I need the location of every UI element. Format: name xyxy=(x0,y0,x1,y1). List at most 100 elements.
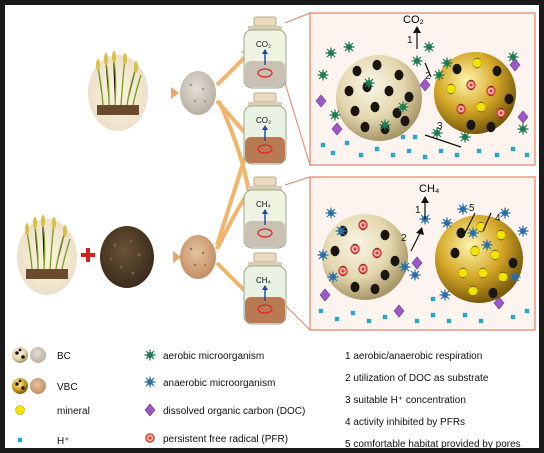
anaerobic-microbe xyxy=(480,238,494,252)
aerobic-microbe xyxy=(362,76,376,90)
legend-process-5: 5 comfortable habitat provided by pores xyxy=(345,439,521,448)
proton xyxy=(446,318,452,324)
jar-gas-label: CH₄ xyxy=(256,200,271,209)
panel-connectors xyxy=(284,12,311,331)
step-2-label: 2 xyxy=(425,71,431,82)
mineral-particle xyxy=(498,272,508,282)
legend-process-4: 4 activity inhibited by PFRs xyxy=(345,417,465,428)
proton xyxy=(430,296,436,302)
panel-bottom: CH₄ 1 2 4 5 xyxy=(309,176,536,331)
legend-doc-label: dissolved organic carbon (DOC) xyxy=(163,406,305,417)
proton xyxy=(334,316,340,322)
anaerobic-microbe xyxy=(324,206,338,220)
aerobic-microbe xyxy=(440,56,454,70)
proton xyxy=(462,312,468,318)
pore xyxy=(456,227,466,239)
vermicompost-particle xyxy=(100,226,154,288)
mineral-particle xyxy=(468,286,478,296)
rice-plant-top xyxy=(88,51,148,131)
pfr-radical xyxy=(358,264,368,274)
legend: BC VBC mineral H⁺ aerobic microorganism … xyxy=(12,347,521,450)
anaerobic-microbe xyxy=(516,224,530,238)
proton xyxy=(476,148,482,154)
incubation-jar: CH₄ xyxy=(243,252,287,325)
aerobic-microbe xyxy=(422,40,436,54)
proton-square-icon xyxy=(17,437,23,443)
aerobic-microbe xyxy=(458,130,472,144)
pore xyxy=(508,257,518,269)
proton xyxy=(382,314,388,320)
legend-mineral-label: mineral xyxy=(57,406,90,417)
step-3-label: 3 xyxy=(437,121,443,132)
legend-aerobic-label: aerobic microorganism xyxy=(163,351,264,362)
pore xyxy=(380,229,390,241)
proton xyxy=(524,308,530,314)
ch4-label: CH₄ xyxy=(419,183,440,195)
pore xyxy=(344,85,354,97)
mineral-particle xyxy=(458,268,468,278)
pfr-radical xyxy=(338,266,348,276)
aerobic-microbe xyxy=(410,54,424,68)
proton xyxy=(510,146,516,152)
mineral-particle xyxy=(470,246,480,256)
anaerobic-microbe-icon xyxy=(143,375,157,389)
proton xyxy=(494,152,500,158)
step-1b-label: 1 xyxy=(415,205,421,216)
proton xyxy=(422,154,428,160)
aerobic-microbe xyxy=(342,40,356,54)
proton xyxy=(430,312,436,318)
proton xyxy=(412,134,418,140)
legend-vbc-label: VBC xyxy=(57,382,78,393)
step-4-label: 4 xyxy=(495,213,501,224)
pore xyxy=(452,63,462,75)
pore xyxy=(488,287,498,299)
pfr-radical xyxy=(350,244,360,254)
vbc-particle xyxy=(180,235,216,279)
legend-pfr-label: persistent free radical (PFR) xyxy=(163,434,288,445)
proton xyxy=(390,152,396,158)
pore xyxy=(394,69,404,81)
aerobic-microbe xyxy=(324,46,338,60)
legend-anaerobic-label: anaerobic microorganism xyxy=(163,378,275,389)
pore xyxy=(352,65,362,77)
pore xyxy=(360,121,370,133)
legend-process-3: 3 suitable H⁺ concentration xyxy=(345,395,466,406)
plus-sign xyxy=(81,248,95,262)
pyrolysis-arrow-top xyxy=(155,87,179,99)
proton xyxy=(406,148,412,154)
pore xyxy=(350,281,360,293)
proton xyxy=(366,318,372,324)
pore xyxy=(370,101,380,113)
anaerobic-microbe xyxy=(498,206,512,220)
pore xyxy=(350,105,360,117)
legend-hplus-label: H⁺ xyxy=(57,436,70,447)
legend-bc-label: BC xyxy=(57,351,71,362)
anaerobic-microbe xyxy=(398,260,412,274)
legend-process-1: 1 aerobic/anaerobic respiration xyxy=(345,351,482,362)
proton xyxy=(510,314,516,320)
mineral-particle xyxy=(478,268,488,278)
step-2b-label: 2 xyxy=(401,233,407,244)
pore xyxy=(370,283,380,295)
pfr-radical xyxy=(358,220,368,230)
pore xyxy=(380,269,390,281)
proton xyxy=(318,308,324,314)
anaerobic-microbe xyxy=(316,248,330,262)
aerobic-microbe xyxy=(328,108,342,122)
pfr-radical xyxy=(456,104,466,114)
proton xyxy=(358,152,364,158)
mineral-particle xyxy=(496,230,506,240)
pore xyxy=(372,59,382,71)
jar-gas-label: CH₄ xyxy=(256,276,271,285)
proton xyxy=(320,142,326,148)
proton xyxy=(414,318,420,324)
proton xyxy=(478,318,484,324)
pfr-radical xyxy=(372,248,382,258)
proton xyxy=(344,140,350,146)
proton xyxy=(330,150,336,156)
legend-bc-icon xyxy=(12,347,46,363)
anaerobic-microbe xyxy=(456,202,470,216)
pfr-radical xyxy=(496,108,506,118)
